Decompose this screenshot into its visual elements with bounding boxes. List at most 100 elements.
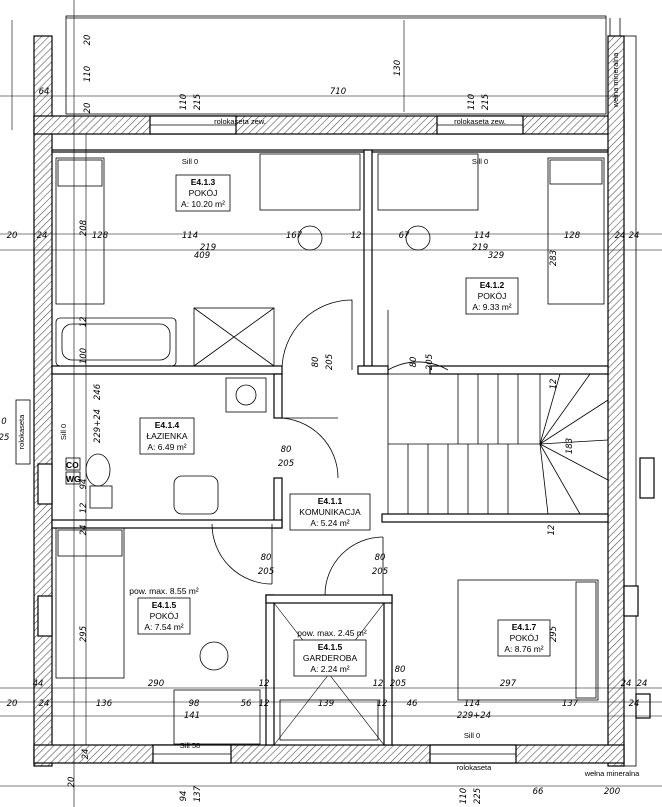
svg-text:24: 24 (637, 679, 648, 689)
svg-text:225: 225 (473, 788, 483, 804)
rolokaseta-label-side: rolokaseta (17, 414, 26, 449)
svg-text:A: 2.24 m²: A: 2.24 m² (310, 664, 349, 674)
svg-text:A: 7.54 m²: A: 7.54 m² (144, 622, 183, 632)
svg-text:44: 44 (33, 679, 44, 689)
svg-text:114: 114 (474, 231, 490, 241)
top-terrace-outline (65, 15, 607, 115)
socket-right (639, 457, 655, 499)
svg-text:POKÓJ: POKÓJ (510, 633, 539, 643)
svg-text:200: 200 (604, 787, 620, 797)
svg-text:24: 24 (615, 231, 626, 241)
room-label-e4-1-1: E4.1.1 KOMUNIKACJA A: 5.24 m² (289, 493, 371, 531)
svg-text:E4.1.5: E4.1.5 (152, 600, 177, 610)
svg-text:12: 12 (259, 679, 270, 689)
svg-text:A: 8.76 m²: A: 8.76 m² (504, 644, 543, 654)
svg-text:229+24: 229+24 (457, 711, 491, 721)
door-swing-bath (277, 417, 339, 479)
svg-text:205: 205 (425, 354, 435, 370)
bed-room-5 (55, 527, 125, 679)
svg-text:290: 290 (148, 679, 164, 689)
door-swing-room-5 (211, 523, 273, 585)
svg-text:ŁAZIENKA: ŁAZIENKA (146, 431, 187, 441)
svg-text:12: 12 (259, 699, 270, 709)
svg-text:205: 205 (278, 459, 294, 469)
washbasin (225, 377, 267, 413)
bed-room-7 (457, 579, 599, 701)
door-swing-room-2 (387, 361, 449, 371)
svg-text:pow. max. 8.55 m²: pow. max. 8.55 m² (129, 586, 199, 596)
socket-right-2 (623, 585, 639, 617)
svg-text:94: 94 (179, 791, 189, 802)
wg-label: WG (66, 474, 81, 484)
svg-text:205: 205 (325, 354, 335, 370)
svg-text:246: 246 (93, 383, 103, 400)
svg-text:183: 183 (565, 438, 575, 454)
socket-left-2 (37, 595, 53, 637)
svg-text:205: 205 (372, 567, 388, 577)
svg-text:205: 205 (258, 567, 274, 577)
svg-text:114: 114 (182, 231, 198, 241)
bed-room-2 (547, 157, 605, 305)
svg-text:KOMUNIKACJA: KOMUNIKACJA (299, 507, 361, 517)
bed-room-3 (55, 157, 105, 305)
socket-left (37, 463, 53, 505)
svg-text:12: 12 (549, 379, 559, 390)
door-swing-room-1 (281, 299, 353, 371)
svg-text:A: 6.49 m²: A: 6.49 m² (147, 442, 186, 452)
svg-text:409: 409 (194, 251, 210, 261)
sill-label-58: Sill 58 (180, 741, 200, 750)
sill-label-bath: Sill 0 (59, 424, 68, 440)
room-label-e4-1-2: E4.1.2 POKÓJ A: 9.33 m² (465, 277, 519, 315)
room-label-e4-1-7: E4.1.7 POKÓJ A: 8.76 m² (497, 619, 551, 657)
svg-text:12: 12 (373, 679, 384, 689)
svg-text:114: 114 (464, 699, 480, 709)
svg-text:E4.1.7: E4.1.7 (512, 622, 537, 632)
svg-text:283: 283 (549, 250, 559, 266)
svg-text:A: 5.24 m²: A: 5.24 m² (310, 518, 349, 528)
east-insulation (623, 35, 637, 767)
svg-text:295: 295 (549, 626, 559, 642)
rolokaseta-label-left: rolokaseta zew. (214, 117, 266, 126)
svg-text:80: 80 (409, 357, 419, 368)
shower (193, 307, 275, 367)
svg-text:128: 128 (92, 231, 109, 241)
svg-text:pow. max. 2.45 m²: pow. max. 2.45 m² (297, 628, 367, 638)
boiler (85, 453, 111, 487)
svg-text:0: 0 (1, 417, 6, 427)
door-swing-room-7 (324, 536, 384, 596)
svg-text:20: 20 (7, 699, 18, 709)
svg-text:167: 167 (286, 231, 303, 241)
dim-20-top: 20 (83, 35, 93, 46)
svg-text:12: 12 (351, 231, 362, 241)
staircase (387, 373, 609, 515)
svg-text:219: 219 (472, 243, 488, 253)
svg-text:208: 208 (79, 219, 89, 236)
svg-text:E4.1.2: E4.1.2 (480, 280, 505, 290)
svg-text:E4.1.3: E4.1.3 (191, 177, 216, 187)
svg-text:E4.1.5: E4.1.5 (318, 642, 343, 652)
svg-text:137: 137 (562, 699, 579, 709)
svg-text:80: 80 (375, 553, 386, 563)
svg-text:POKÓJ: POKÓJ (189, 188, 218, 198)
svg-text:24: 24 (629, 231, 640, 241)
svg-text:25: 25 (0, 433, 9, 443)
svg-text:A: 9.33 m²: A: 9.33 m² (472, 302, 511, 312)
dim-20-left: 20 (83, 103, 93, 114)
wall-between-top-rooms (363, 149, 373, 367)
co-label: CO (66, 460, 79, 470)
svg-text:24: 24 (39, 699, 50, 709)
desk-room-5 (173, 689, 261, 745)
svg-text:GARDEROBA: GARDEROBA (303, 653, 358, 663)
svg-text:205: 205 (390, 679, 406, 689)
room-label-e4-1-5-pokoj: pow. max. 8.55 m² E4.1.5 POKÓJ A: 7.54 m… (129, 586, 199, 635)
svg-text:295: 295 (79, 626, 89, 642)
svg-text:66: 66 (533, 787, 544, 797)
sill-label-left: Sill 0 (182, 157, 198, 166)
dim-64: 64 (39, 87, 50, 97)
svg-text:A: 10.20 m²: A: 10.20 m² (181, 199, 225, 209)
svg-text:80: 80 (311, 357, 321, 368)
svg-text:20: 20 (7, 231, 18, 241)
dim-110-a: 110 (179, 94, 189, 110)
dim-710: 710 (330, 87, 346, 97)
desk-room-3 (259, 153, 361, 211)
